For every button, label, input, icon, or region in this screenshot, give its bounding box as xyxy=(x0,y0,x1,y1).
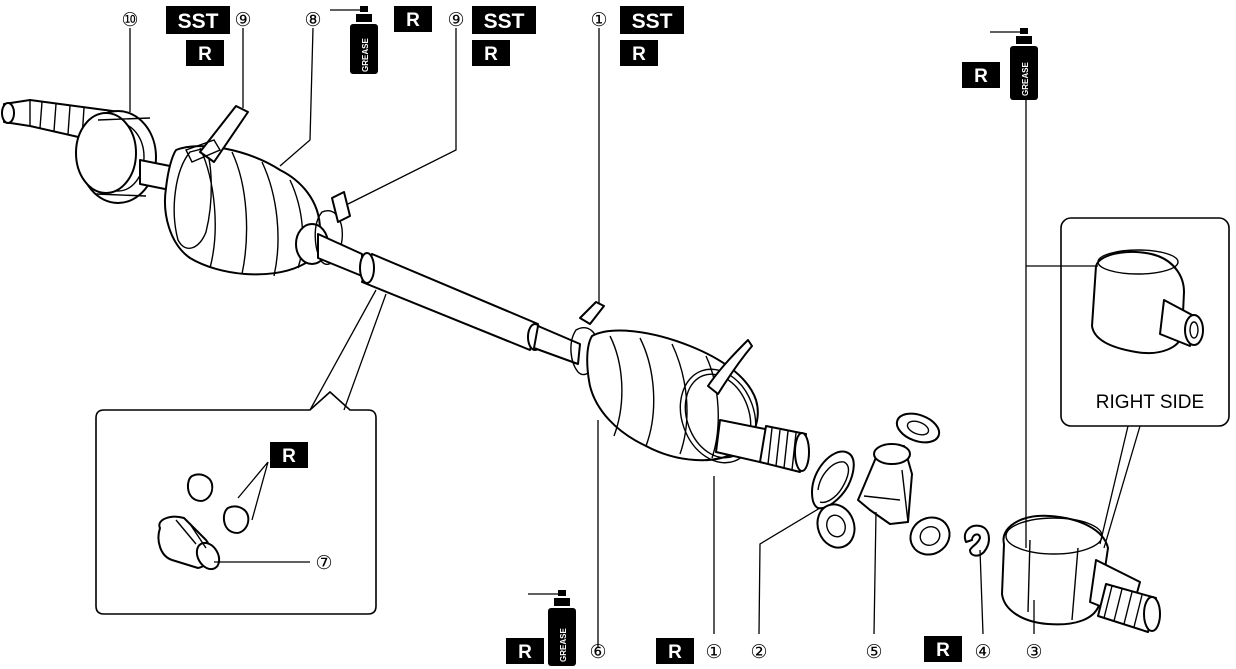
inset-pointer-line-b xyxy=(1103,425,1141,549)
callout-8: ⑧ xyxy=(304,9,321,31)
callout-6: ⑥ xyxy=(589,641,606,663)
r-badge-inset: R xyxy=(270,442,308,468)
r-badge-g: R xyxy=(656,638,694,664)
inner-shaft-spline xyxy=(715,419,810,473)
tripod-roller-right xyxy=(909,516,951,556)
clip-4 xyxy=(964,524,990,557)
snap-ring-2 xyxy=(811,450,855,510)
r-badge-a: R xyxy=(186,40,224,66)
damper-inset xyxy=(95,390,377,615)
sst-badge-b-text: SST xyxy=(484,10,525,33)
outer-race-3 xyxy=(1001,514,1161,633)
sst-badge-b: SST xyxy=(472,6,536,34)
grease-tube-icon-bottom: GREASE xyxy=(528,590,576,666)
grease-tube-icon-right: GREASE xyxy=(990,28,1038,100)
callout-4: ④ xyxy=(974,641,991,663)
r-badge-e: R xyxy=(962,62,1000,88)
r-badge-c: R xyxy=(472,40,510,66)
grease-label-bottom: GREASE xyxy=(559,628,568,662)
right-side-label: RIGHT SIDE xyxy=(1096,392,1204,413)
callout-9-left: ⑨ xyxy=(234,9,251,31)
callout-3: ③ xyxy=(1025,641,1042,663)
right-side-inset: RIGHT SIDE xyxy=(1060,217,1230,427)
callout-1-top: ① xyxy=(590,9,607,31)
callout-5: ⑤ xyxy=(865,641,882,663)
sst-badge-c-text: SST xyxy=(632,10,673,33)
inset-pointer-line-a xyxy=(1099,425,1129,545)
leader-lines xyxy=(129,27,1098,648)
outer-boot-band-9-left xyxy=(173,105,249,249)
r-badge-d-text: R xyxy=(632,44,646,65)
sst-badge-a-text: SST xyxy=(178,10,219,33)
callout-10: ⑩ xyxy=(121,9,138,31)
r-badge-h: R xyxy=(924,636,962,662)
r-badge-b-text: R xyxy=(406,10,420,31)
main-shaft xyxy=(317,233,581,365)
r-badge-f: R xyxy=(506,638,544,664)
r-badge-a-text: R xyxy=(198,44,212,65)
grease-label-right: GREASE xyxy=(1021,62,1030,96)
callout-7: ⑦ xyxy=(315,552,332,574)
outer-ring-10 xyxy=(75,110,157,204)
r-badge-b: R xyxy=(394,6,432,32)
r-badge-d: R xyxy=(620,40,658,66)
damper-inset-pointer xyxy=(309,289,387,411)
grease-label-top: GREASE xyxy=(361,38,370,72)
r-badge-inset-text: R xyxy=(282,446,296,467)
r-badge-h-text: R xyxy=(936,640,950,661)
r-badge-c-text: R xyxy=(484,44,498,65)
callout-2: ② xyxy=(750,641,767,663)
tripod-joint-5 xyxy=(857,443,913,525)
grease-tube-icon-top: GREASE xyxy=(330,6,378,74)
tripod-roller-left xyxy=(816,503,856,549)
sst-badge-a: SST xyxy=(166,6,230,34)
r-badge-e-text: R xyxy=(974,66,988,87)
callout-1-bottom: ① xyxy=(705,641,722,663)
r-badge-f-text: R xyxy=(518,642,532,663)
outer-boot-8 xyxy=(164,145,329,277)
callout-9-right: ⑨ xyxy=(447,9,464,31)
tripod-roller-top xyxy=(895,412,941,444)
r-badge-g-text: R xyxy=(668,642,682,663)
sst-badge-c: SST xyxy=(620,6,684,34)
